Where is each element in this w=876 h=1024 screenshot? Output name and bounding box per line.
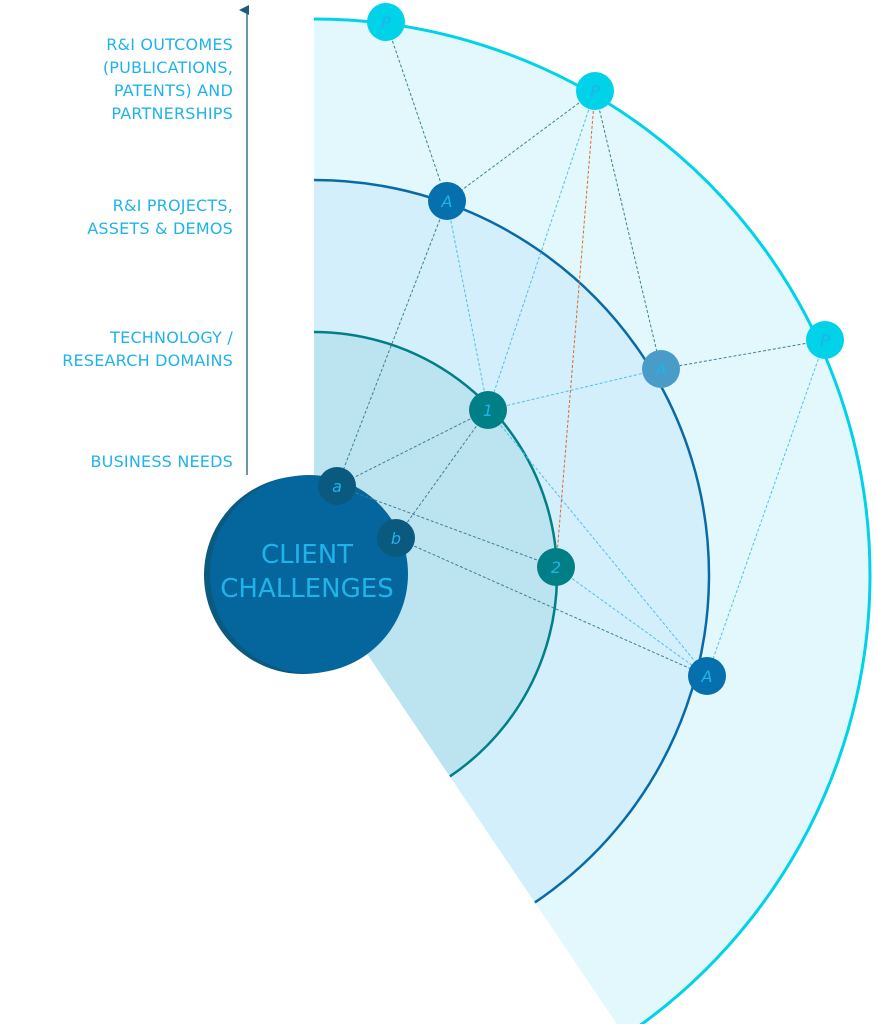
node-business-Nb[interactable]: b	[377, 519, 415, 557]
ring-technology-area	[314, 332, 557, 777]
node-circle	[469, 391, 507, 429]
edge-T1-Nb	[395, 409, 489, 539]
node-projects-A1[interactable]: A	[428, 182, 466, 220]
node-outcomes-P2[interactable]: P	[576, 72, 614, 110]
node-projects-A2[interactable]: A	[642, 350, 680, 388]
edge-A1-T1	[446, 200, 489, 411]
node-label: A	[441, 192, 453, 211]
ring-projects-arc	[313, 178, 711, 904]
node-outcomes-P3[interactable]: P	[806, 321, 844, 359]
node-label: P	[381, 13, 391, 32]
node-label: 1	[483, 401, 493, 420]
ring-outcomes-arc	[313, 17, 872, 1024]
edge-A1-Na	[336, 200, 448, 487]
level-label-projects: R&I PROJECTS, ASSETS & DEMOS	[87, 196, 233, 238]
node-circle	[377, 519, 415, 557]
edge-P2-A1	[446, 90, 596, 202]
node-projects-A3[interactable]: A	[688, 657, 726, 695]
edge-P1-A1	[385, 21, 448, 202]
node-circle	[688, 657, 726, 695]
level-label-technology: TECHNOLOGY / RESEARCH DOMAINS	[62, 328, 233, 370]
edge-P3-A2	[660, 339, 826, 370]
node-circle	[642, 350, 680, 388]
node-circle	[367, 3, 405, 41]
node-circle	[318, 467, 356, 505]
node-circle	[576, 72, 614, 110]
ring-technology-arc	[313, 330, 559, 778]
edge-P2-A2	[594, 90, 662, 370]
center-label-line1: CLIENT	[261, 540, 353, 570]
node-technology-T2[interactable]: 2	[537, 548, 575, 586]
edge-T1-A3	[487, 409, 708, 677]
edge-Nb-A3	[395, 537, 708, 677]
edge-T2-A3	[555, 566, 708, 677]
node-label: b	[391, 529, 401, 548]
node-label: 2	[551, 558, 561, 577]
edge-Na-T2	[336, 485, 557, 568]
node-circle	[806, 321, 844, 359]
node-business-Na[interactable]: a	[318, 467, 356, 505]
edge-P3-A3	[706, 339, 826, 677]
node-circle	[537, 548, 575, 586]
level-label-business: BUSINESS NEEDS	[90, 452, 233, 471]
node-outcomes-P1[interactable]: P	[367, 3, 405, 41]
level-label-outcomes: R&I OUTCOMES (PUBLICATIONS, PATENTS) AND…	[102, 35, 233, 123]
node-label: A	[655, 360, 667, 379]
edge-T1-Na	[336, 409, 489, 487]
node-technology-T1[interactable]: 1	[469, 391, 507, 429]
node-label: A	[701, 667, 713, 686]
edge-P2-T1	[487, 90, 596, 411]
client-challenges-circle: CLIENT CHALLENGES	[204, 475, 408, 674]
node-label: P	[590, 82, 600, 101]
node-circle	[428, 182, 466, 220]
node-label: P	[820, 331, 830, 350]
center-label-line2: CHALLENGES	[220, 574, 393, 604]
node-label: a	[332, 477, 342, 496]
edge-P2-T2	[555, 90, 596, 568]
